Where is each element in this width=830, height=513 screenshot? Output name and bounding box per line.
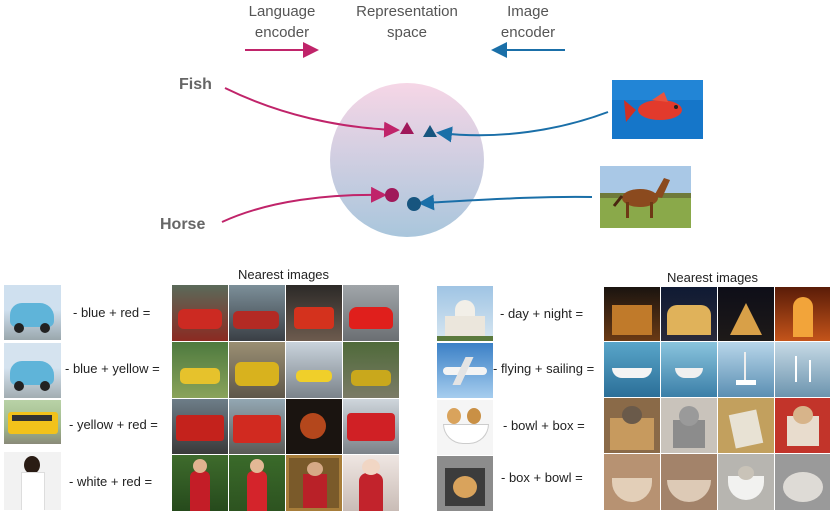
right-result-r2-c3 [718,342,774,397]
horse-word: Horse [160,216,206,233]
query-image-taj-mahal-day [437,286,493,341]
language-encoder-label: Language encoder [248,3,316,41]
right-result-r1-c2 [661,287,717,341]
left-row-4-label: - white + red = [69,474,153,489]
left-result-r2-c1 [172,342,228,398]
right-result-r2-c2 [661,342,717,397]
right-result-r1-c4 [775,287,830,341]
right-result-r4-c2 [661,454,717,510]
fish-photo [612,80,703,139]
horse-text-arrow [221,186,387,223]
query-image-yellow-bus [4,400,61,444]
left-result-r4-c2 [229,455,285,511]
horse-image-arrow [418,194,593,211]
left-result-r1-c2 [229,285,285,341]
right-result-r4-c4 [775,454,830,510]
right-row-1-label: - day + night = [500,306,584,321]
left-result-r1-c3 [286,285,342,341]
right-result-r3-c4 [775,398,830,453]
left-result-r3-c4 [343,399,399,454]
right-result-r4-c1 [604,454,660,510]
left-nearest-images-title: Nearest images [238,267,330,282]
right-result-r3-c3 [718,398,774,453]
left-result-r4-c1 [172,455,228,511]
left-result-r3-c3 [286,399,342,454]
right-result-r3-c2 [661,398,717,453]
query-image-cats-in-bowl [437,400,493,455]
right-nearest-images-title: Nearest images [667,270,759,285]
right-result-r4-c3 [718,454,774,510]
query-image-girl-white [4,452,61,510]
right-result-r1-c3 [718,287,774,341]
fish-image-embedding-marker [423,125,437,137]
fish-image-arrow [436,111,609,143]
left-result-r1-c1 [172,285,228,341]
left-row-1-label: - blue + red = [73,305,151,320]
left-result-r4-c3 [286,455,342,511]
embedding-diagram [221,42,703,237]
fish-text-arrow [224,87,400,138]
right-row-3-label: - bowl + box = [503,418,585,433]
right-result-r3-c1 [604,398,660,453]
right-result-r1-c1 [604,287,660,341]
query-image-airplane [437,343,493,398]
representation-space-label: Representation space [356,3,458,41]
right-row-2-label: - flying + sailing = [493,361,595,376]
left-result-r4-c4 [343,455,399,511]
query-image-blue-car-1 [4,285,61,340]
left-result-r1-c4 [343,285,399,341]
left-result-r2-c4 [343,342,399,398]
horse-text-embedding-marker [385,188,399,202]
left-row-3-label: - yellow + red = [69,417,158,432]
left-result-r2-c2 [229,342,285,398]
query-image-blue-car-2 [4,343,61,398]
horse-image-embedding-marker [407,197,421,211]
right-result-r2-c1 [604,342,660,397]
left-result-r2-c3 [286,342,342,398]
query-image-cat-in-box [437,456,493,511]
left-result-r3-c1 [172,399,228,454]
image-encoder-label: Image encoder [500,3,556,41]
right-result-r2-c4 [775,342,830,397]
horse-photo [600,166,691,228]
left-result-r3-c2 [229,399,285,454]
fish-text-embedding-marker [400,122,414,134]
representation-sphere [330,83,484,237]
fish-word: Fish [179,76,212,93]
right-row-4-label: - box + bowl = [501,470,583,485]
left-row-2-label: - blue + yellow = [65,361,160,376]
